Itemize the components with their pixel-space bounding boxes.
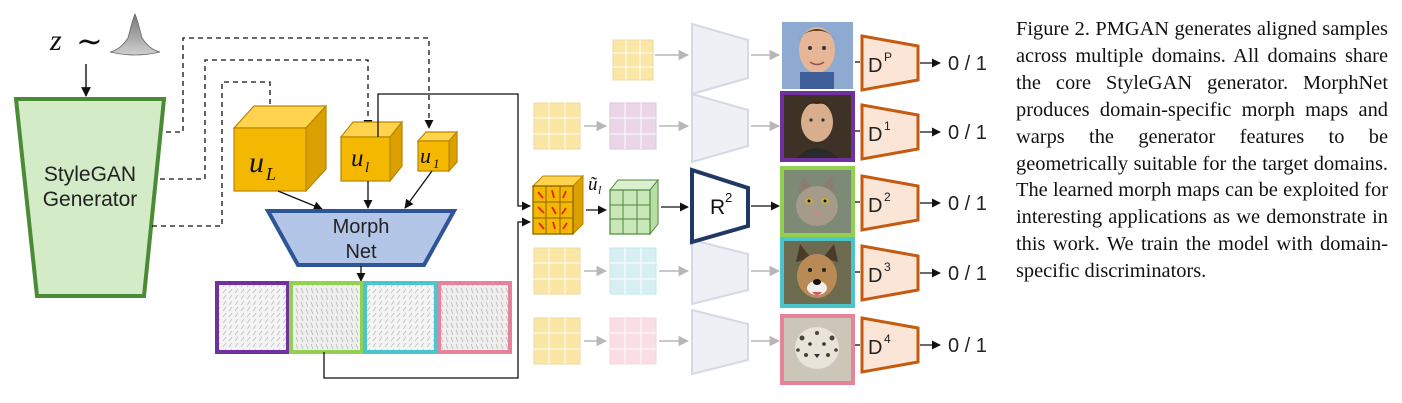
latent-z-label: z [49, 24, 62, 57]
discriminator-dp-sup: P [884, 50, 892, 64]
morphnet-block [264, 209, 458, 267]
output-image-human [782, 22, 853, 89]
feature-ul-label: u [351, 145, 364, 172]
generator-feature-connectors [152, 37, 434, 227]
morphnet-label-line2: Net [345, 241, 377, 263]
feature-ul-subscript: l [365, 160, 369, 176]
discriminator-d2-sup: 2 [884, 190, 891, 204]
output-image-portrait [780, 91, 855, 162]
renderer-label: R [710, 196, 725, 219]
feature-cube-uL [232, 104, 328, 193]
ul-to-warp-connector [377, 93, 531, 211]
figure-caption: Figure 2. PMGAN generates aligned sample… [1016, 16, 1388, 285]
output-label-d4: 0 / 1 [948, 335, 987, 357]
discriminator-dp-label: D [868, 55, 882, 77]
morph-map-cyan [363, 281, 438, 354]
renderer-superscript: 2 [725, 190, 732, 205]
domain-feature-grid [608, 178, 660, 236]
discriminator-d3-label: D [868, 265, 882, 287]
morph-map-pink [437, 281, 512, 354]
output-label-d2: 0 / 1 [948, 193, 987, 215]
discriminator-d1-label: D [868, 124, 882, 146]
image-to-discriminator-arrows [855, 61, 860, 346]
gaussian-distribution-icon [109, 13, 161, 56]
morph-map-purple [215, 281, 290, 354]
ghost-arrows [584, 49, 781, 347]
warped-feature-subscript: l [598, 183, 602, 197]
output-label-d3: 0 / 1 [948, 263, 987, 285]
maps-to-warp-connector [323, 217, 531, 379]
discriminator-d3 [860, 244, 920, 302]
feature-uL-subscript: L [265, 164, 276, 184]
discriminator-d1-sup: 1 [884, 119, 891, 133]
ghost-feature-grids [533, 39, 657, 365]
discriminator-dp [860, 34, 920, 92]
discriminator-d4 [860, 316, 920, 374]
discriminator-d4-label: D [868, 337, 882, 359]
output-label-d1: 0 / 1 [948, 122, 987, 144]
caption-text: Figure 2. PMGAN generates aligned sample… [1016, 18, 1388, 283]
feature-cube-u1 [416, 130, 459, 173]
feature-u1-subscript: 1 [433, 156, 440, 171]
warped-feature-cube [531, 174, 585, 236]
feature-to-morphnet-arrows [277, 170, 433, 211]
output-image-cat [780, 166, 855, 237]
discriminators [860, 34, 920, 374]
feature-uL-label: u [249, 146, 264, 179]
morph-map-green [289, 281, 364, 354]
ghost-renderers [691, 22, 749, 376]
morphnet-label-line1: Morph [333, 216, 390, 238]
feature-u1-label: u [420, 143, 431, 168]
feature-cube-ul [339, 120, 404, 183]
output-image-dog [780, 237, 855, 308]
discriminator-d2 [860, 174, 920, 232]
discriminator-d1 [860, 103, 920, 161]
generator-label-line1: StyleGAN [44, 163, 136, 186]
generator-label-line2: Generator [43, 188, 138, 211]
warped-feature-label: ũ [588, 174, 598, 195]
discriminator-d3-sup: 3 [884, 260, 891, 274]
stylegan-generator-block [13, 97, 167, 298]
output-image-leopard [780, 314, 855, 385]
discriminator-output-arrows [920, 58, 941, 350]
discriminator-d2-label: D [868, 195, 882, 217]
output-label-dp: 0 / 1 [948, 53, 987, 75]
renderer-r2 [690, 167, 750, 245]
discriminator-d4-sup: 4 [884, 332, 891, 346]
latent-sim-symbol: ∼ [76, 23, 103, 59]
